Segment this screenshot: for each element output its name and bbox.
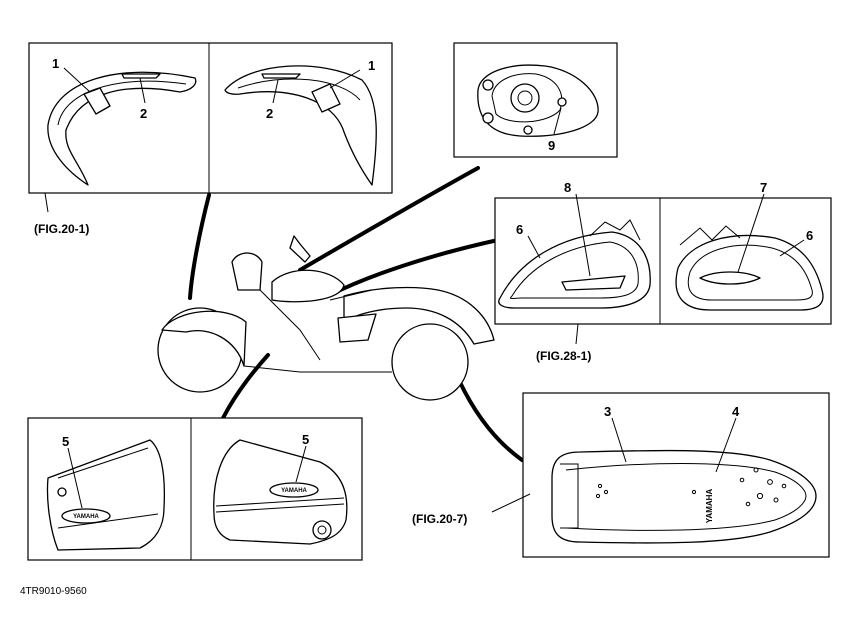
side-cover-right: YAMAHA <box>213 439 348 545</box>
callout-4: 4 <box>732 404 740 419</box>
panel-front-fender: 1 2 2 1 <box>28 42 393 194</box>
callout-2-right: 2 <box>266 106 273 121</box>
panel-fuel-tank: 6 8 7 6 <box>494 180 832 325</box>
fuel-tank-left <box>498 219 651 309</box>
callout-1-left: 1 <box>52 56 59 71</box>
figure-label-28-1: (FIG.28-1) <box>536 349 591 363</box>
callout-1-right: 1 <box>368 58 375 73</box>
figure-label-20-1: (FIG.20-1) <box>34 222 89 236</box>
callout-7: 7 <box>760 180 767 195</box>
callout-3: 3 <box>604 404 611 419</box>
side-cover-left: YAMAHA <box>46 439 166 551</box>
panel-seat: YAMAHA 3 4 <box>522 392 830 558</box>
panel-tank-cap: 9 <box>453 42 618 158</box>
figure-label-20-7: (FIG.20-7) <box>412 512 467 526</box>
callout-5-left: 5 <box>62 434 69 449</box>
callout-6-left: 6 <box>516 222 523 237</box>
diagram-code: 4TR9010-9560 <box>20 586 87 597</box>
seat-brand-yamaha: YAMAHA <box>705 489 714 524</box>
callout-6-right: 6 <box>806 228 813 243</box>
callout-5-right: 5 <box>302 432 309 447</box>
callout-8: 8 <box>564 180 571 195</box>
callout-9: 9 <box>548 138 555 153</box>
front-fender-left <box>47 71 197 186</box>
emblem-yamaha-left: YAMAHA <box>73 514 99 520</box>
panel-side-cover: YAMAHA YAMAHA 5 5 <box>27 417 363 561</box>
front-fender-right <box>224 65 377 186</box>
fuel-tank-right <box>675 225 824 311</box>
emblem-yamaha-right: YAMAHA <box>281 488 307 494</box>
callout-2-left: 2 <box>140 106 147 121</box>
motorcycle-outline <box>157 235 495 401</box>
